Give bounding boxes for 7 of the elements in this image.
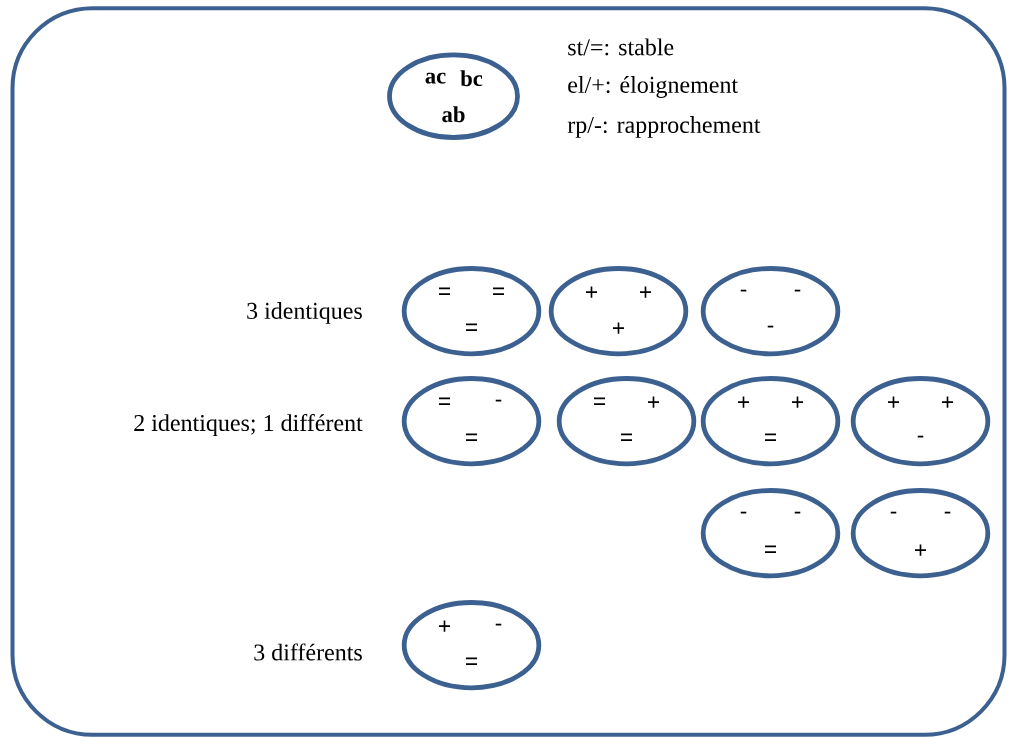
key-text: st/=: stable — [568, 38, 674, 56]
key-text: rp/-: rapprochement — [567, 116, 761, 138]
row-label: 3 différents — [254, 643, 362, 661]
key-text: el/+: éloignement — [568, 76, 738, 98]
row-label: 3 identiques — [247, 302, 362, 324]
row-label: 2 identiques; 1 différent — [134, 414, 363, 436]
rounded-frame — [10, 6, 1007, 737]
